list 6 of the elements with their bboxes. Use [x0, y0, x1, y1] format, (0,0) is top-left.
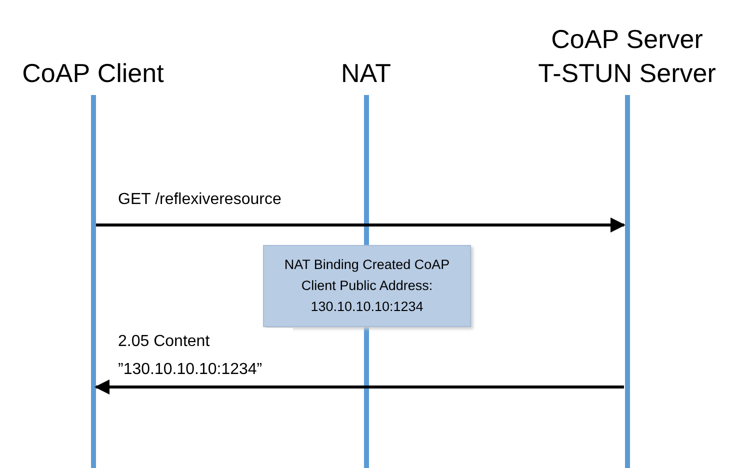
lifeline-label: NAT	[340, 57, 392, 90]
arrow	[96, 218, 626, 232]
lifeline-label: CoAP Server T-STUN Server	[537, 23, 717, 90]
arrow	[94, 380, 624, 394]
lifeline-label: CoAP Client	[21, 57, 165, 90]
note-box: NAT Binding Created CoAP Client Public Address: 130.10.10.10:1234	[263, 245, 471, 327]
